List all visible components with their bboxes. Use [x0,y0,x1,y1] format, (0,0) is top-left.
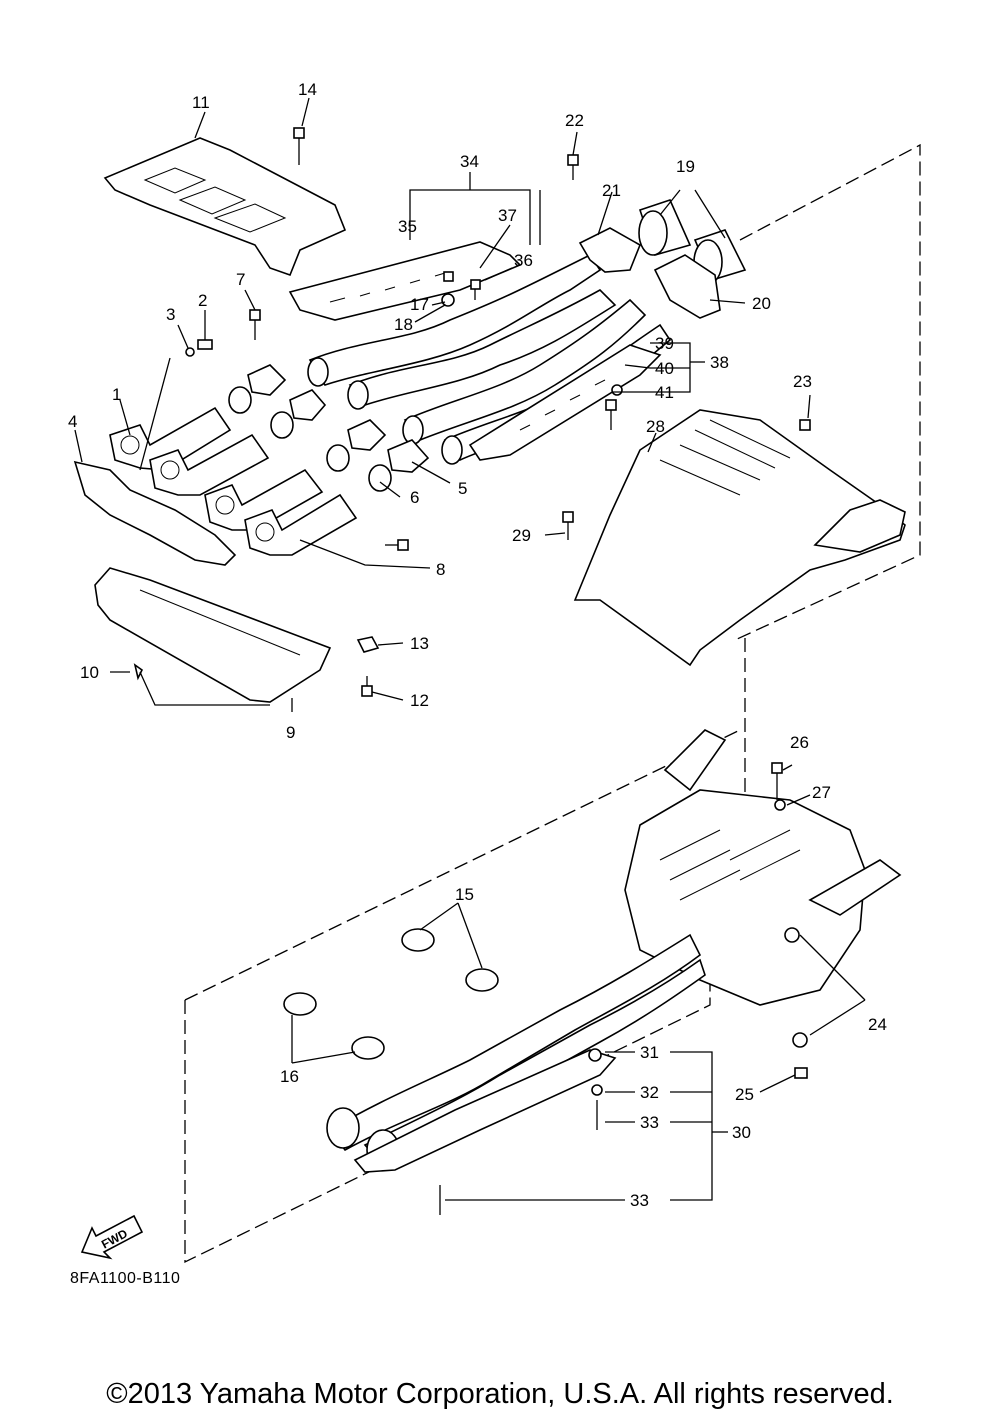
callout-29: 29 [512,526,531,545]
bolt-14 [293,127,305,165]
callout-16: 16 [280,1067,299,1086]
callout-6: 6 [410,488,419,507]
callout-3: 3 [166,305,175,324]
callout-32: 32 [640,1083,659,1102]
callout-13: 13 [410,634,429,653]
callout-33-lower: 33 [630,1191,649,1210]
callout-14: 14 [298,80,317,99]
fasteners-lower [439,762,808,1215]
heat-shield-upper [103,137,347,277]
callout-8: 8 [436,560,445,579]
callout-36: 36 [514,251,533,270]
callout-numbers: 1 2 3 4 5 6 7 8 9 10 11 12 13 14 15 16 1… [68,80,887,1210]
callout-22: 22 [565,111,584,130]
callout-7: 7 [236,270,245,289]
callout-30: 30 [732,1123,751,1142]
heat-shield-lower [94,567,332,703]
callout-38: 38 [710,353,729,372]
clamps-and-gaskets [228,364,430,492]
callout-4: 4 [68,412,77,431]
caps-15-16 [283,928,499,1060]
callout-40: 40 [655,359,674,378]
exhaust-parts-diagram: FWD 1 2 3 4 5 6 7 8 9 10 11 12 13 14 15 … [68,80,921,1264]
callout-23: 23 [793,372,812,391]
callout-5: 5 [458,479,467,498]
callout-33: 33 [640,1113,659,1132]
callout-9: 9 [286,723,295,742]
gasket-4 [73,460,237,566]
callout-31: 31 [640,1043,659,1062]
leader-lines [74,97,866,1201]
callout-28: 28 [646,417,665,436]
exhaust-manifolds [109,406,358,556]
callout-19: 19 [676,157,695,176]
callout-39: 39 [655,334,674,353]
callout-26: 26 [790,733,809,752]
dashed-frame-upper [734,143,921,641]
callout-10: 10 [80,663,99,682]
small-fasteners [133,154,811,697]
bracket-20-21 [578,227,721,319]
callout-27: 27 [812,783,831,802]
callout-21: 21 [602,181,621,200]
callout-25: 25 [735,1085,754,1104]
bracket-39 [468,344,662,461]
fwd-arrow-icon: FWD [80,1214,144,1260]
callout-11: 11 [192,93,210,112]
callout-2: 2 [198,291,207,310]
callout-34: 34 [460,152,479,171]
callout-12: 12 [410,691,429,710]
muffler-cover-28 [573,409,906,667]
callout-37: 37 [498,206,517,225]
callout-20: 20 [752,294,771,313]
callout-17: 17 [410,295,429,314]
callout-1: 1 [112,385,121,404]
callout-35: 35 [398,217,417,236]
copyright-notice: ©2013 Yamaha Motor Corporation, U.S.A. A… [106,1378,894,1410]
callout-15: 15 [455,885,474,904]
bracket-lower [353,1049,617,1173]
callout-18: 18 [394,315,413,334]
callout-41: 41 [655,383,674,402]
drawing-code: 8FA1100-B110 [70,1270,181,1287]
callout-24: 24 [868,1015,887,1034]
